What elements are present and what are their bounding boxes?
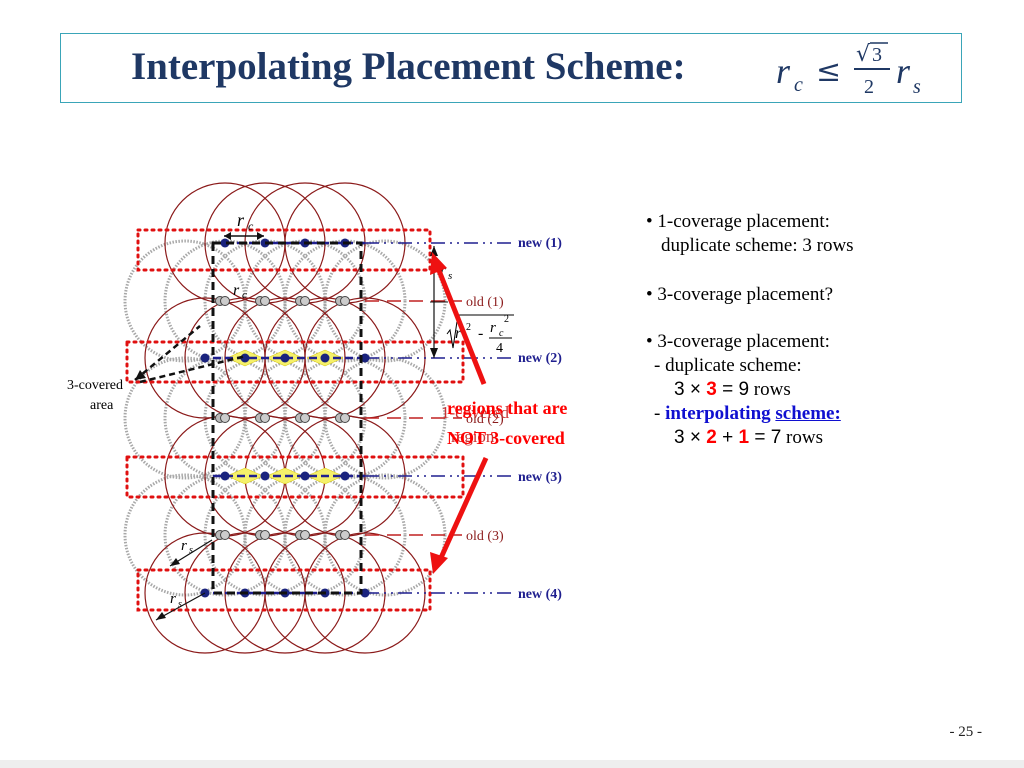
not-covered-annotation-2: NOT 3-covered: [447, 428, 565, 448]
sensor-nodes: [200, 238, 370, 598]
rs-label-3: r: [170, 591, 176, 607]
rs-sub-3: s: [178, 599, 182, 610]
new-node: [220, 238, 230, 248]
one-covered-label-2: region: [451, 427, 495, 446]
new-node: [200, 353, 210, 363]
duplicate-calc: 3 × 3 = 9 rows: [674, 379, 791, 400]
row-label-new-3: new (3): [518, 470, 562, 485]
formula-three: 3: [872, 44, 882, 66]
interpolating-calc: 3 × 2 + 1 = 7 rows: [674, 427, 823, 448]
row-label-new-2: new (2): [518, 351, 562, 366]
three-covered-label-2: area: [90, 398, 114, 413]
new-node: [360, 588, 370, 598]
red-arrow-up: [435, 267, 487, 385]
rc-sub-2: c: [242, 289, 247, 301]
new-row-box: [125, 455, 465, 499]
old-node: [340, 413, 350, 423]
three-covered-label-1: 3-covered: [67, 378, 123, 393]
formula-sqrt: √: [856, 42, 871, 67]
new-node: [220, 471, 230, 481]
old-node: [300, 296, 310, 306]
interpolating-line: - interpolating scheme:: [654, 403, 841, 424]
rs-label: r: [440, 262, 447, 279]
new-row-box: [136, 568, 432, 612]
not-covered-annotation-1: regions that are: [447, 398, 567, 418]
new-row-box: [125, 340, 465, 384]
rc-sub: c: [248, 219, 254, 233]
title-formula: r c ≤ √ 3 2 r s: [776, 42, 921, 98]
row-label-new-4: new (4): [518, 587, 562, 602]
bullet-1: • 1-coverage placement: duplicate scheme…: [646, 210, 854, 258]
svg-text:c: c: [499, 328, 504, 339]
new-node: [320, 353, 330, 363]
new-node: [280, 353, 290, 363]
bullet-3: • 3-coverage placement: - duplicate sche…: [646, 330, 841, 450]
svg-text:-: -: [478, 325, 483, 342]
old-node: [260, 413, 270, 423]
formula-r2: r: [896, 51, 911, 91]
three-covered-pointer: [134, 325, 201, 381]
bullet-3-line-1: • 3-coverage placement:: [646, 331, 830, 352]
height-formula: r 2 - r c 2 4: [446, 314, 514, 356]
bullet-3-line-2: - duplicate scheme:: [654, 355, 802, 376]
old-node: [260, 530, 270, 540]
row-label-old-3: old (3): [466, 529, 504, 544]
red-arrow-down: [437, 456, 489, 562]
old-node: [220, 413, 230, 423]
svg-text:2: 2: [504, 314, 509, 325]
formula-le: ≤: [816, 54, 841, 89]
new-row-box: [136, 228, 432, 272]
formula-r: r: [776, 51, 791, 91]
row-label-old-1: old (1): [466, 295, 504, 310]
new-node: [340, 471, 350, 481]
rs-sub-2: s: [189, 545, 193, 556]
svg-text:r: r: [490, 320, 496, 336]
new-node: [300, 471, 310, 481]
rc-label-2: r: [233, 282, 240, 299]
old-node: [300, 530, 310, 540]
old-node: [260, 296, 270, 306]
bullet-2: • 3-coverage placement?: [646, 284, 834, 305]
region-boundary: [211, 241, 363, 595]
rc-label: r: [237, 210, 245, 230]
rs-sub: s: [448, 270, 452, 282]
bullet-1-line-1: • 1-coverage placement:: [646, 211, 830, 232]
old-node: [340, 296, 350, 306]
new-node: [240, 353, 250, 363]
formula-sub-s: s: [913, 76, 921, 98]
title-box: Interpolating Placement Scheme: r c ≤ √ …: [60, 33, 962, 103]
one-covered-label: 1-covered: [441, 403, 509, 422]
row-label-new-1: new (1): [518, 236, 562, 251]
footer-bar: [0, 760, 1024, 768]
old-node: [300, 413, 310, 423]
slide-title: Interpolating Placement Scheme:: [131, 45, 686, 88]
svg-text:r: r: [455, 325, 462, 342]
bullet-1-line-2: duplicate scheme: 3 rows: [661, 235, 854, 256]
new-node: [360, 353, 370, 363]
old-node: [220, 296, 230, 306]
rs-label-2: r: [181, 538, 187, 554]
row-label-old-2: old (2): [466, 412, 504, 427]
formula-two: 2: [864, 76, 874, 98]
svg-text:4: 4: [496, 341, 503, 356]
new-row-boxes: [125, 228, 465, 612]
old-node: [340, 530, 350, 540]
svg-text:2: 2: [466, 322, 471, 333]
new-row-circles: [144, 182, 426, 654]
page-number: - 25 -: [949, 724, 983, 740]
old-node: [220, 530, 230, 540]
new-node: [260, 471, 270, 481]
formula-sub-c: c: [794, 74, 803, 96]
